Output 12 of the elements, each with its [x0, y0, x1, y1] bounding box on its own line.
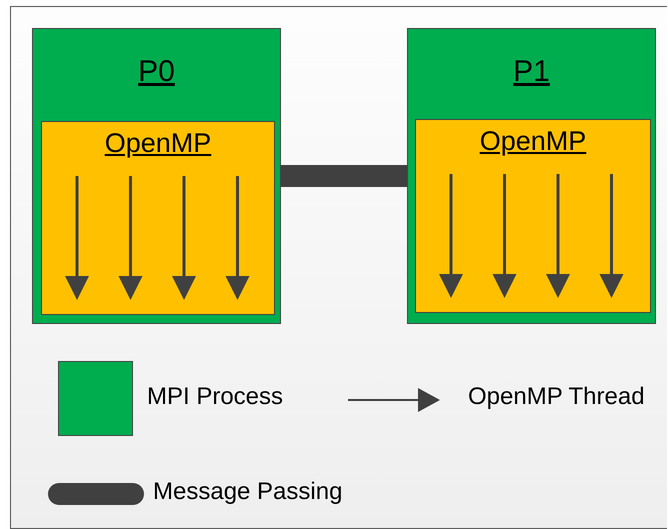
- legend-label: OpenMP Thread: [468, 383, 645, 411]
- group-title: OpenMP: [480, 126, 586, 157]
- thread-group-box: [415, 119, 651, 313]
- legend-label: Message Passing: [153, 478, 342, 506]
- process-box: [32, 28, 281, 324]
- legend-label: MPI Process: [147, 383, 284, 411]
- thread-group-box: [41, 121, 275, 315]
- process-title: P1: [513, 55, 550, 89]
- group-title: OpenMP: [104, 128, 212, 159]
- process-title: P0: [138, 55, 175, 89]
- process-box: [407, 28, 656, 324]
- message-passing-connector: [281, 165, 407, 187]
